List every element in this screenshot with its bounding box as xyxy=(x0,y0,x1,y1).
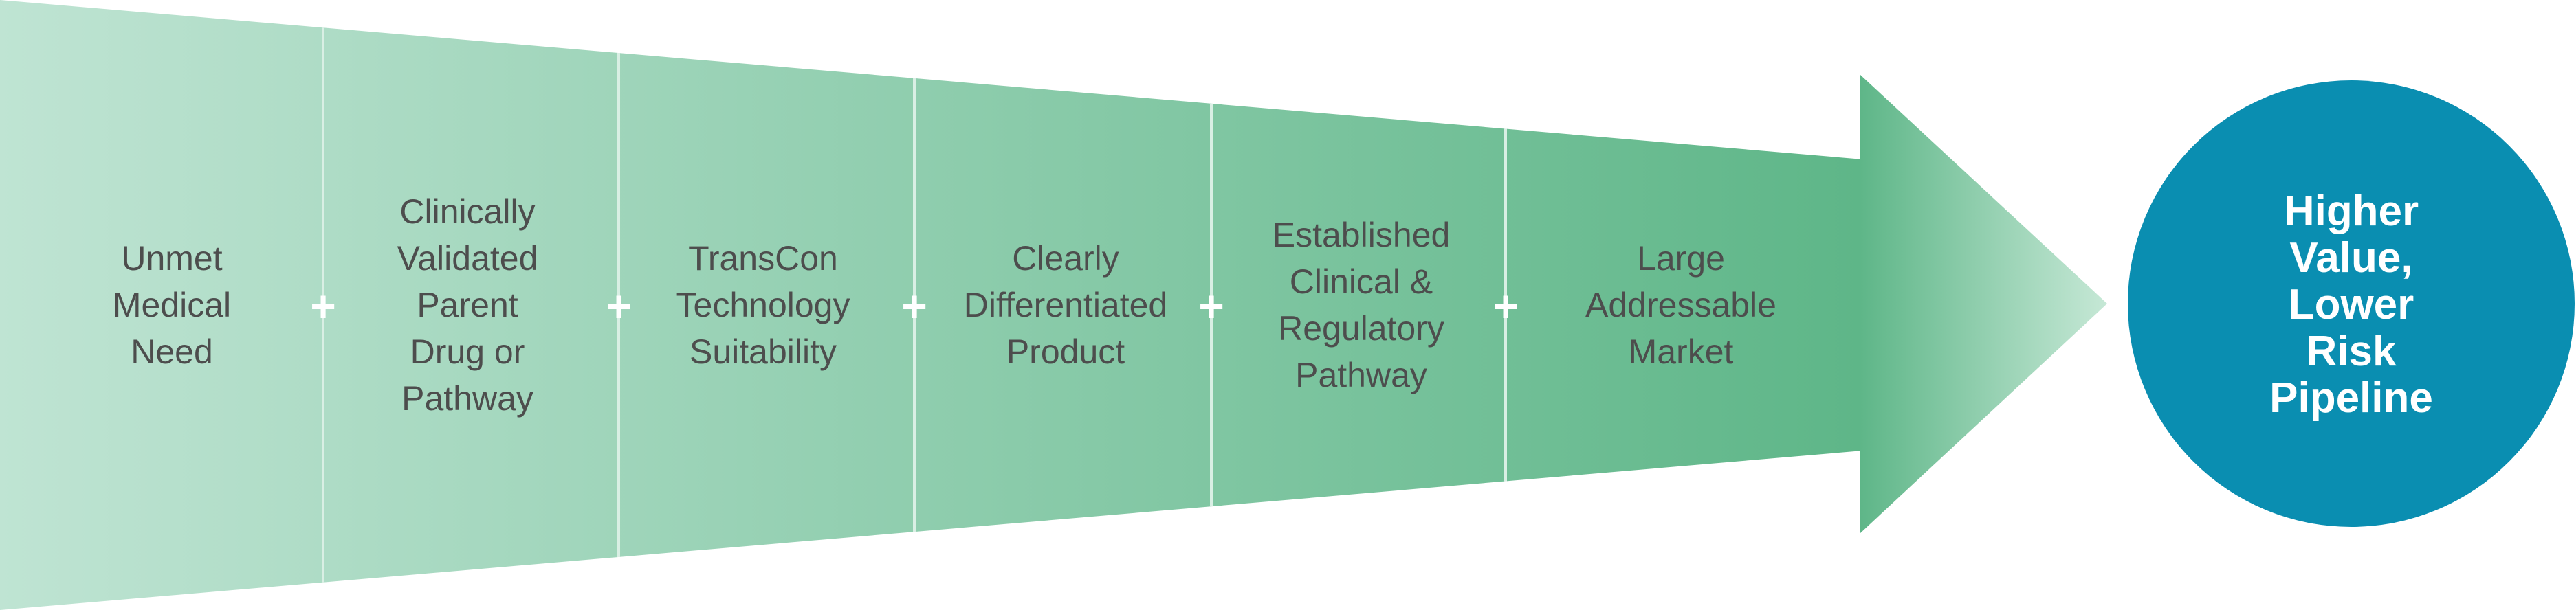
factor-unmet-medical-need: Unmet Medical Need xyxy=(112,239,232,371)
plus-sign: + xyxy=(1493,282,1519,331)
arrow-head xyxy=(1860,74,2107,534)
plus-sign: + xyxy=(901,282,927,331)
factor-clinically-validated-parent-drug: Clinically Validated Parent Drug or Path… xyxy=(397,192,538,418)
plus-sign: + xyxy=(310,282,336,331)
factor-clearly-differentiated-product: Clearly Differentiated Product xyxy=(963,239,1168,371)
plus-sign: + xyxy=(606,282,632,331)
factor-large-addressable-market: Large Addressable Market xyxy=(1585,239,1776,371)
outcome-label: Higher Value, Lower Risk Pipeline xyxy=(2269,188,2433,422)
funnel-body xyxy=(0,0,1863,610)
plus-sign: + xyxy=(1198,282,1224,331)
factor-transcon-technology-suitability: TransCon Technology Suitability xyxy=(676,239,850,371)
factor-established-clinical-regulatory-pathway: Established Clinical & Regulatory Pathwa… xyxy=(1272,216,1451,394)
outcome-circle xyxy=(2128,80,2575,527)
